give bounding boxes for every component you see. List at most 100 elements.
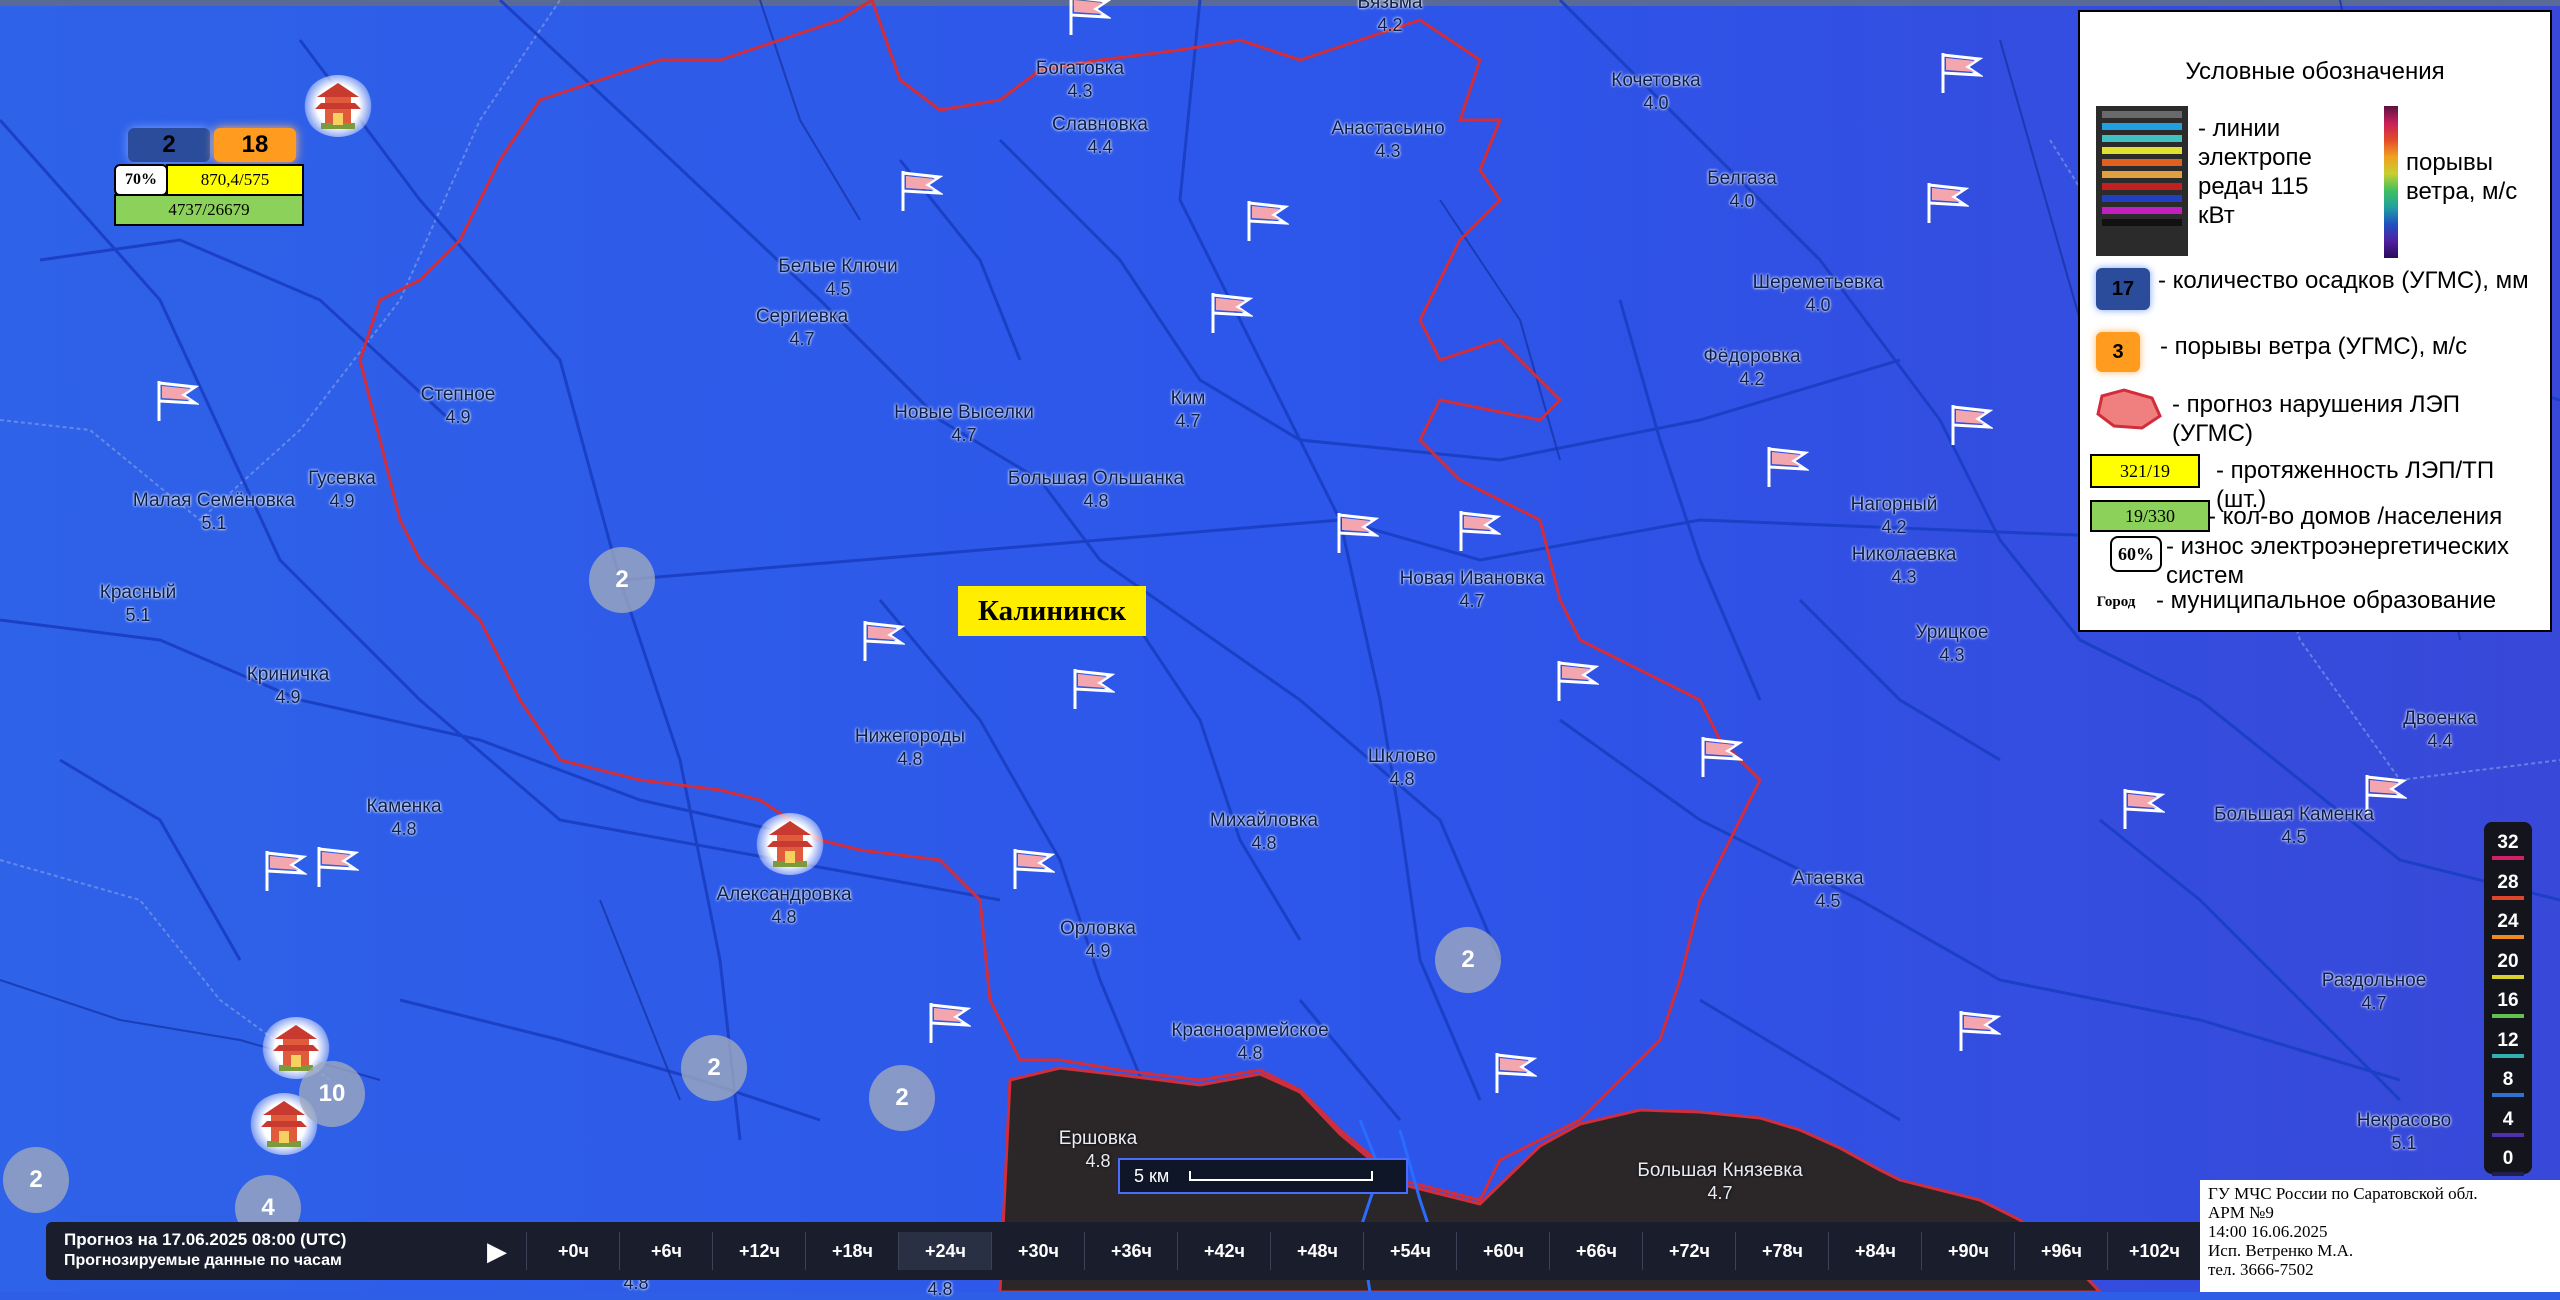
outage-flag-icon[interactable] <box>1937 49 1983 95</box>
legend-forecast-label: - прогноз нарушения ЛЭП (УГМС) <box>2172 391 2460 447</box>
timeline-step[interactable]: +18ч <box>805 1232 899 1270</box>
place-gust-value: 4.8 <box>1251 833 1277 853</box>
timeline-step[interactable]: +60ч <box>1456 1232 1550 1270</box>
outage-flag-icon[interactable] <box>1207 289 1253 335</box>
forecast-timeline[interactable]: Прогноз на 17.06.2025 08:00 (UTC) Прогно… <box>46 1222 2206 1280</box>
place-gust-value: 5.1 <box>2391 1133 2417 1153</box>
place-name: Александровка <box>716 884 852 905</box>
place-gust-value: 4.7 <box>1707 1183 1733 1203</box>
place-gust-value: 4.0 <box>1729 191 1755 211</box>
lines-box: 870,4/575 <box>166 164 304 196</box>
timeline-step[interactable]: +90ч <box>1921 1232 2015 1270</box>
timeline-step[interactable]: +48ч <box>1270 1232 1364 1270</box>
outage-flag-icon[interactable] <box>925 999 971 1045</box>
outage-flag-icon[interactable] <box>1333 509 1379 555</box>
place-gust-value: 4.9 <box>275 687 301 707</box>
outage-flag-icon[interactable] <box>1763 443 1809 489</box>
cluster-marker[interactable]: 2 <box>3 1147 69 1213</box>
place-gust-value: 4.8 <box>391 819 417 839</box>
place-gust-value: 4.7 <box>2361 993 2387 1013</box>
timeline-step[interactable]: +78ч <box>1735 1232 1829 1270</box>
outage-flag-icon[interactable] <box>1009 845 1055 891</box>
timeline-step[interactable]: +102ч <box>2107 1232 2201 1270</box>
timeline-step[interactable]: +24ч <box>898 1232 992 1270</box>
cluster-marker[interactable]: 2 <box>1435 927 1501 993</box>
gust-scale-color <box>2492 856 2524 860</box>
outage-flag-icon[interactable] <box>1243 197 1289 243</box>
play-icon[interactable]: ▶ <box>487 1235 507 1266</box>
cluster-marker[interactable]: 2 <box>681 1035 747 1101</box>
timeline-step[interactable]: +12ч <box>712 1232 806 1270</box>
timeline-step[interactable]: +72ч <box>1642 1232 1736 1270</box>
outage-flag-icon[interactable] <box>2361 771 2407 817</box>
gust-scale-step: 12 <box>2497 1029 2519 1051</box>
timeline-step[interactable]: +66ч <box>1549 1232 1643 1270</box>
timeline-title: Прогноз на 17.06.2025 08:00 (UTC) <box>64 1230 347 1249</box>
place-name: Ким <box>1170 388 1206 409</box>
place-name: Раздольное <box>2321 970 2427 991</box>
place-name: Нагорный <box>1850 494 1938 515</box>
stamp-author: Исп. Ветренко М.А. <box>2208 1241 2354 1260</box>
outage-flag-icon[interactable] <box>1947 401 1993 447</box>
place-name: Большая Ольшанка <box>1007 468 1185 489</box>
legend-title: Условные обозначения <box>2185 58 2445 85</box>
timeline-step[interactable]: +84ч <box>1828 1232 1922 1270</box>
city-label[interactable]: Калининск <box>958 586 1146 636</box>
place-gust-value: 4.4 <box>2427 731 2453 751</box>
outage-flag-icon[interactable] <box>1065 0 1111 37</box>
outage-flag-icon[interactable] <box>2119 785 2165 831</box>
outage-flag-icon[interactable] <box>1697 733 1743 779</box>
outage-flag-icon[interactable] <box>897 167 943 213</box>
outage-flag-icon[interactable] <box>153 377 199 423</box>
place-name: Шклово <box>1367 746 1437 767</box>
cluster-marker[interactable]: 10 <box>299 1061 365 1127</box>
outage-flag-icon[interactable] <box>261 847 307 893</box>
place-gust-value: 4.7 <box>1459 591 1485 611</box>
outage-flag-icon[interactable] <box>1455 507 1501 553</box>
gust-scale-step: 8 <box>2502 1069 2514 1090</box>
pagoda-icon[interactable] <box>303 75 373 137</box>
place-name: Кочетовка <box>1611 70 1701 91</box>
cluster-marker[interactable]: 2 <box>589 547 655 613</box>
place-name: Криничка <box>246 664 330 685</box>
timeline-step[interactable]: +36ч <box>1084 1232 1178 1270</box>
pagoda-icon[interactable] <box>755 813 825 875</box>
km-scale-label: 5 км <box>1134 1165 1170 1186</box>
homes-box: 4737/26679 <box>114 194 304 226</box>
legend-wear-sample: 60% <box>2110 536 2162 572</box>
place-name: Николаевка <box>1851 544 1957 565</box>
place-name: Каменка <box>366 796 442 817</box>
timeline-step[interactable]: +54ч <box>1363 1232 1457 1270</box>
timeline-step[interactable]: +30ч <box>991 1232 1085 1270</box>
outage-flag-icon[interactable] <box>1069 665 1115 711</box>
timeline-step[interactable]: +0ч <box>526 1232 620 1270</box>
place-name: Белые Ключи <box>778 256 898 277</box>
place-name: Ершовка <box>1058 1128 1138 1149</box>
cluster-marker[interactable]: 2 <box>869 1065 935 1131</box>
timeline-step[interactable]: +96ч <box>2014 1232 2108 1270</box>
legend-gust-label: порывы ветра, м/с <box>2406 149 2518 205</box>
outage-flag-icon[interactable] <box>1955 1007 2001 1053</box>
outage-flag-icon[interactable] <box>859 617 905 663</box>
gust-scale-step: 32 <box>2497 832 2519 853</box>
place-gust-value: 4.8 <box>1237 1043 1263 1063</box>
outage-flag-icon[interactable] <box>1923 179 1969 225</box>
outage-flag-icon[interactable] <box>313 843 359 889</box>
outage-flag-icon[interactable] <box>1553 657 1599 703</box>
timeline-step[interactable]: +6ч <box>619 1232 713 1270</box>
place-gust-value: 4.9 <box>329 491 355 511</box>
outage-flag-icon[interactable] <box>1491 1049 1537 1095</box>
timeline-step[interactable]: +42ч <box>1177 1232 1271 1270</box>
